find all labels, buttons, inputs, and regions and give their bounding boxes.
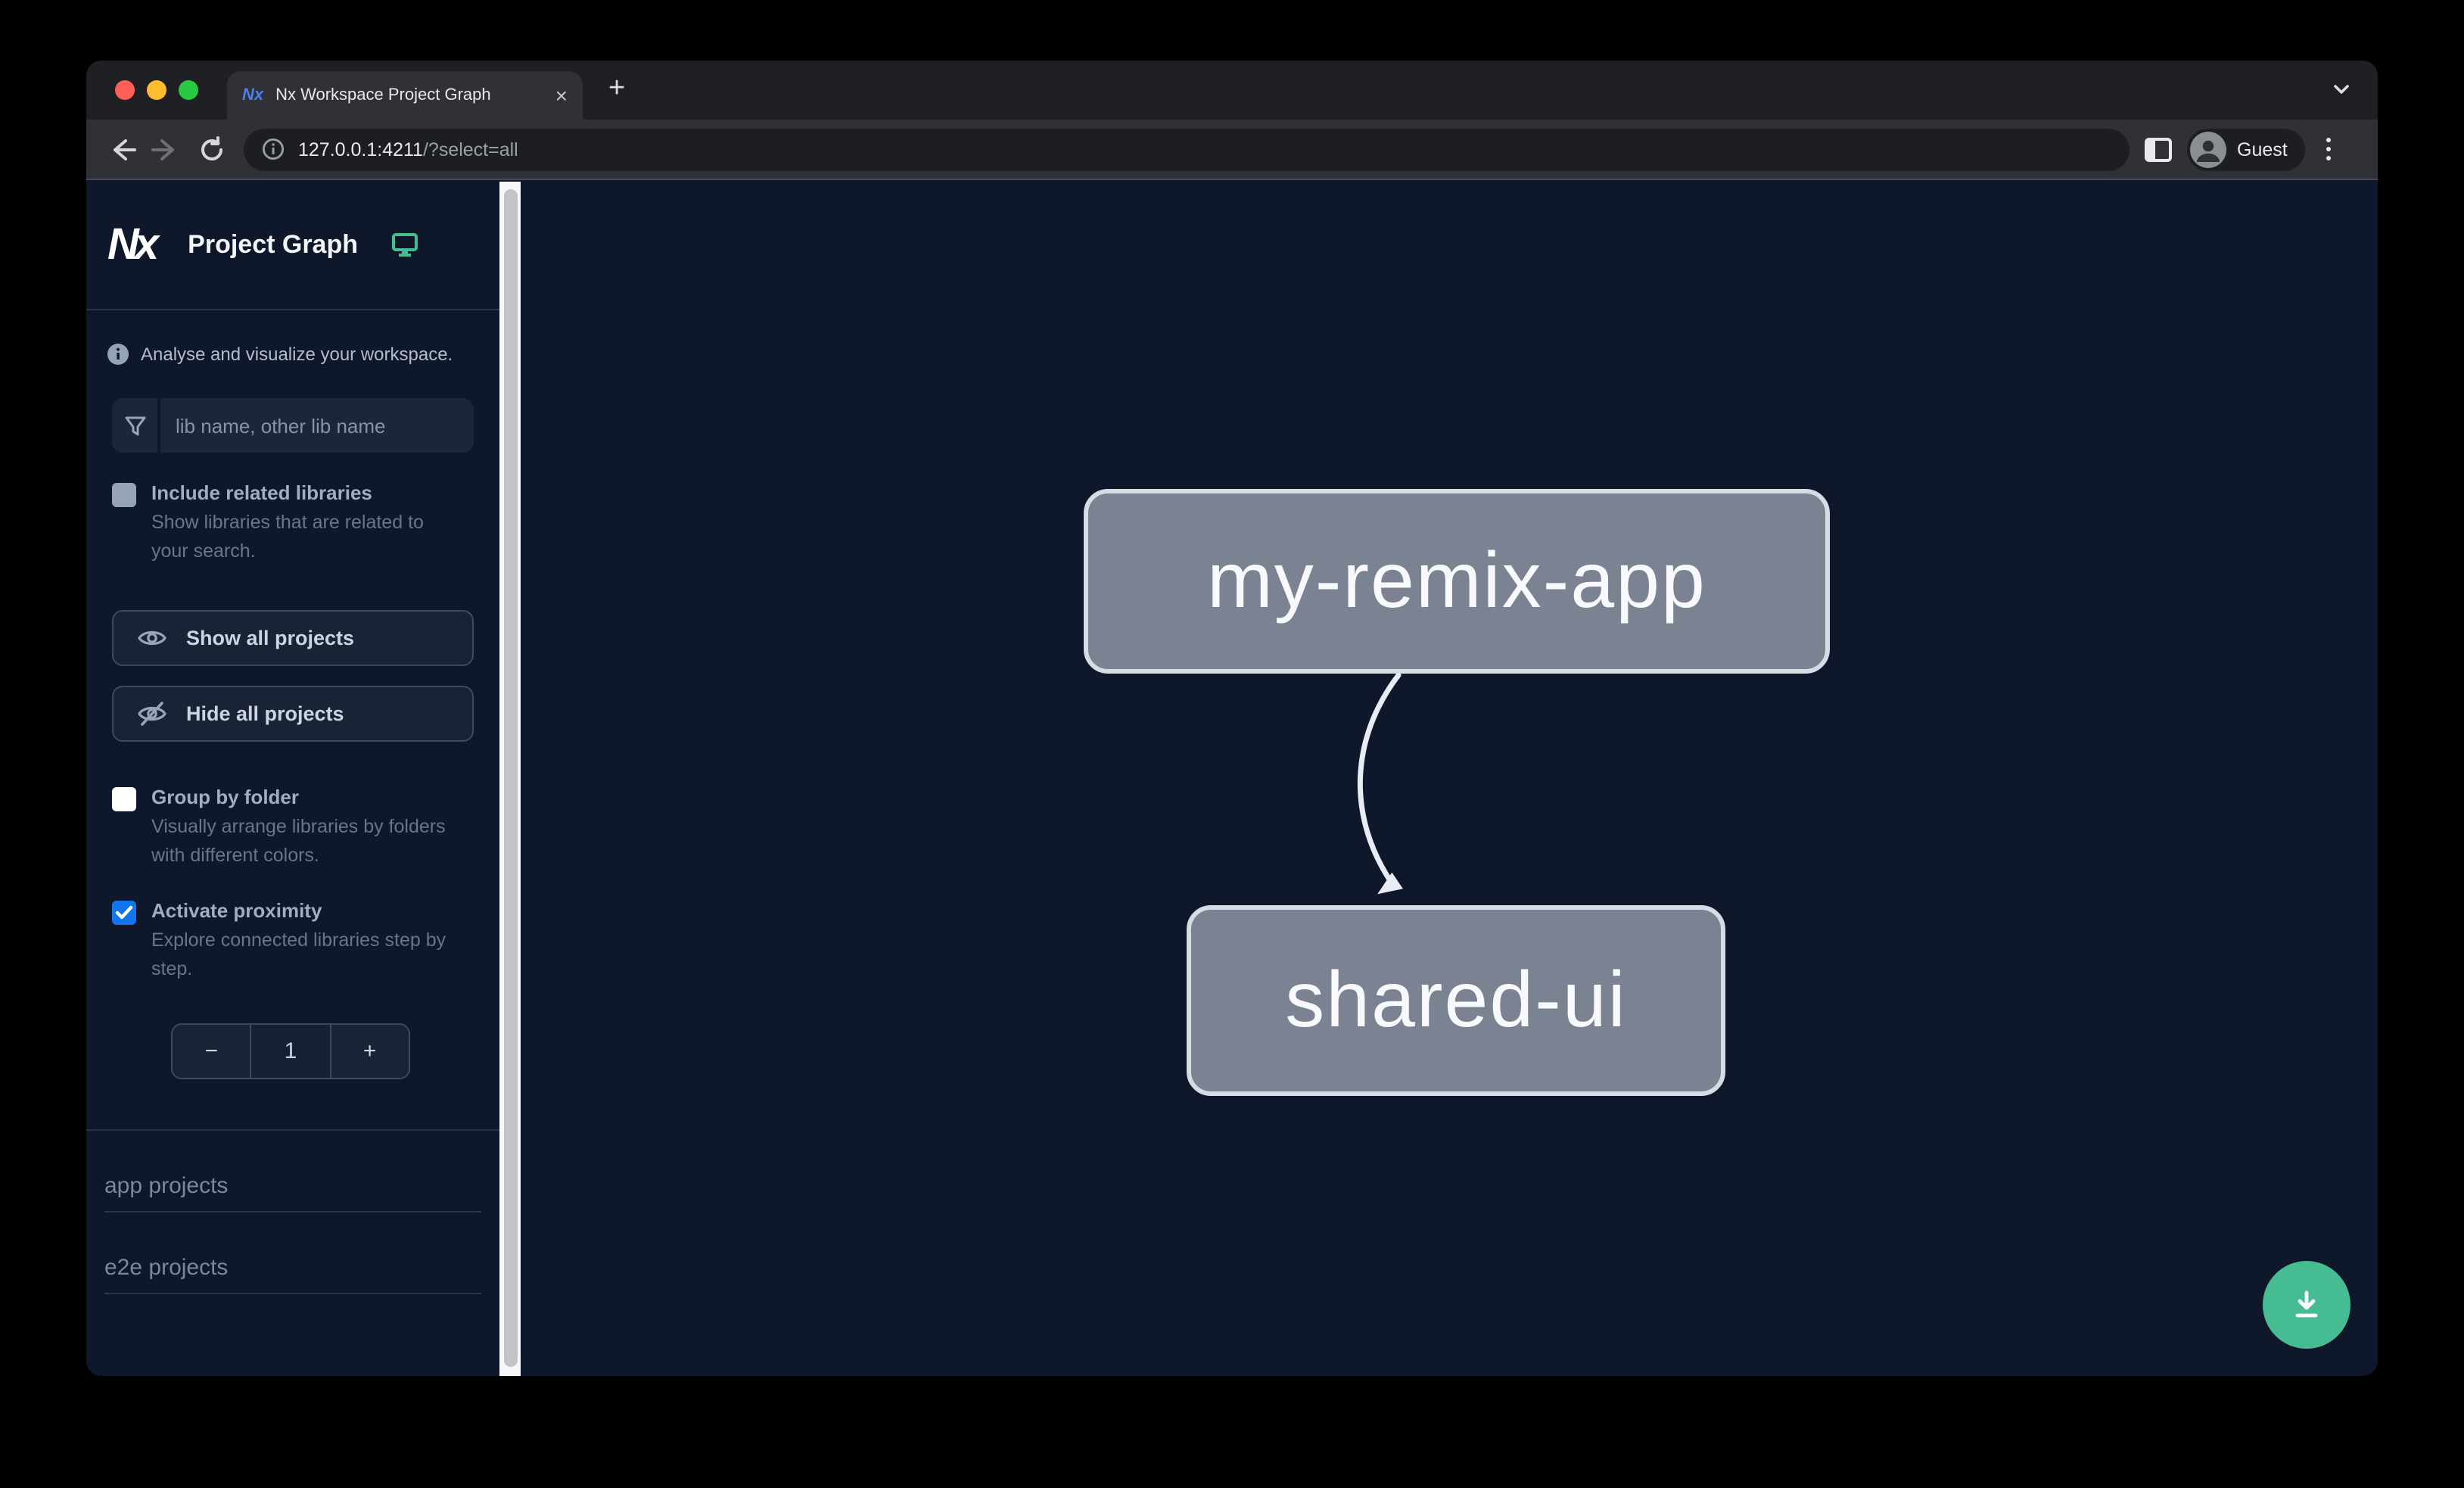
section-app-projects[interactable]: app projects: [86, 1131, 499, 1213]
info-icon: [107, 344, 129, 365]
tab-title: Nx Workspace Project Graph: [275, 86, 491, 104]
scrollbar-thumb[interactable]: [503, 189, 517, 1367]
chevron-down-icon[interactable]: [2329, 77, 2354, 101]
tab-favicon-nx-icon: Nx: [242, 86, 264, 104]
download-graph-button[interactable]: [2263, 1261, 2350, 1349]
proximity-stepper: − 1 +: [171, 1023, 410, 1079]
project-list: app projects e2e projects: [86, 1129, 499, 1294]
url-host-text: 127.0.0.1:4211: [298, 139, 423, 160]
tab-strip: Nx Nx Workspace Project Graph × +: [86, 61, 2378, 120]
eye-off-icon: [138, 702, 166, 726]
back-icon[interactable]: [98, 135, 144, 163]
checkbox-label: Include related libraries: [151, 481, 372, 504]
reload-icon[interactable]: [189, 135, 235, 163]
tab-close-icon[interactable]: ×: [555, 83, 568, 107]
filter-box: [112, 398, 474, 453]
zoom-window-button[interactable]: [179, 80, 198, 100]
site-info-icon[interactable]: [262, 138, 285, 160]
checkbox-description: Visually arrange libraries by folders wi…: [151, 816, 446, 866]
checkbox-include-related-box[interactable]: [112, 483, 136, 507]
show-all-projects-label: Show all projects: [186, 627, 355, 649]
node-shared-ui[interactable]: shared-ui: [1187, 905, 1725, 1096]
checkbox-label: Group by folder: [151, 786, 299, 808]
arrowhead-icon: [1377, 872, 1403, 895]
graph-canvas[interactable]: my-remix-app shared-ui: [521, 182, 2378, 1376]
avatar: [2190, 131, 2226, 167]
stepper-value[interactable]: 1: [250, 1025, 331, 1078]
eye-icon: [138, 630, 166, 646]
url-path-text: /?select=all: [422, 139, 518, 160]
browser-menu-icon[interactable]: [2321, 138, 2338, 160]
section-label: app projects: [104, 1173, 481, 1213]
monitor-icon[interactable]: [391, 233, 417, 257]
checkbox-group-by-folder[interactable]: Group by folder Visually arrange librari…: [86, 786, 499, 870]
page-content: Nx Project Graph Analyse and visualize: [86, 182, 2378, 1376]
checkbox-activate-proximity-box[interactable]: [112, 901, 136, 925]
check-icon: [115, 905, 133, 920]
close-window-button[interactable]: [115, 80, 135, 100]
stepper-increment-button[interactable]: +: [331, 1025, 409, 1078]
new-tab-button[interactable]: +: [608, 73, 626, 104]
sidebar-header: Nx Project Graph: [86, 182, 499, 310]
section-label: e2e projects: [104, 1255, 481, 1294]
tab-nx-workspace[interactable]: Nx Nx Workspace Project Graph ×: [227, 71, 583, 120]
hide-all-projects-button[interactable]: Hide all projects: [112, 686, 474, 742]
edge-my-remix-app-to-shared-ui: [1358, 672, 1403, 895]
stepper-decrement-button[interactable]: −: [173, 1025, 250, 1078]
nx-logo: Nx: [107, 220, 159, 269]
profile-button[interactable]: Guest: [2187, 128, 2306, 170]
checkbox-include-related[interactable]: Include related libraries Show libraries…: [86, 481, 499, 566]
download-icon: [2295, 1290, 2318, 1318]
side-panel-icon[interactable]: [2145, 137, 2172, 161]
section-e2e-projects[interactable]: e2e projects: [86, 1213, 499, 1294]
checkbox-description: Explore connected libraries step by step…: [151, 929, 446, 979]
forward-icon[interactable]: [144, 135, 189, 163]
profile-name: Guest: [2237, 139, 2288, 160]
address-bar[interactable]: 127.0.0.1:4211/?select=all: [244, 128, 2130, 170]
filter-funnel-icon: [112, 398, 160, 453]
browser-toolbar: 127.0.0.1:4211/?select=all Guest: [86, 120, 2378, 180]
checkbox-activate-proximity[interactable]: Activate proximity Explore connected lib…: [86, 899, 499, 984]
tagline-row: Analyse and visualize your workspace.: [86, 310, 499, 365]
page-title: Project Graph: [188, 230, 358, 259]
checkbox-group-by-folder-box[interactable]: [112, 787, 136, 811]
node-my-remix-app[interactable]: my-remix-app: [1084, 489, 1830, 674]
minimize-window-button[interactable]: [147, 80, 166, 100]
filter-input[interactable]: [160, 414, 474, 437]
checkbox-description: Show libraries that are related to your …: [151, 512, 424, 562]
tagline-text: Analyse and visualize your workspace.: [141, 344, 453, 365]
node-label: my-remix-app: [1207, 537, 1706, 625]
sidebar: Nx Project Graph Analyse and visualize: [86, 182, 499, 1376]
hide-all-projects-label: Hide all projects: [186, 702, 344, 725]
show-all-projects-button[interactable]: Show all projects: [112, 610, 474, 666]
sidebar-scrollbar[interactable]: [499, 182, 521, 1376]
browser-window: Nx Nx Workspace Project Graph × +: [86, 61, 2378, 1376]
node-label: shared-ui: [1285, 957, 1627, 1044]
checkbox-label: Activate proximity: [151, 899, 322, 922]
